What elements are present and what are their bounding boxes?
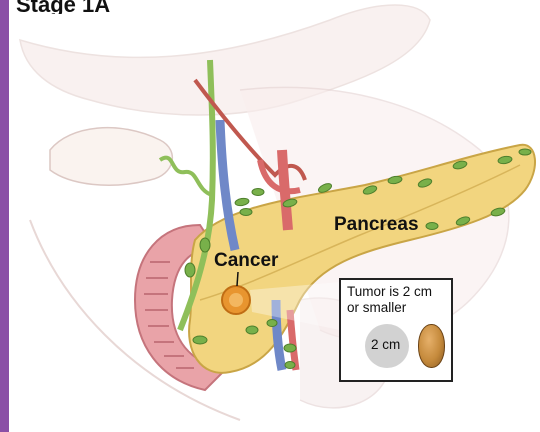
lymph-node (193, 336, 207, 344)
tumor-size-callout: Tumor is 2 cm or smaller 2 cm (339, 278, 453, 382)
lymph-node (519, 149, 531, 155)
aorta (282, 150, 288, 230)
lymph-node (252, 189, 264, 196)
lymph-node (240, 209, 252, 216)
lymph-node (285, 362, 295, 369)
gallbladder (50, 128, 172, 186)
cancer-label: Cancer (214, 250, 278, 272)
cancer-leader-line (237, 272, 238, 286)
callout-text: Tumor is 2 cm or smaller (347, 284, 432, 316)
tumor-core (229, 293, 243, 307)
callout-line-2: or smaller (347, 300, 432, 316)
lymph-node (426, 223, 438, 230)
lymph-node (200, 238, 210, 252)
size-reference-label: 2 cm (371, 337, 400, 352)
lymph-node (234, 197, 249, 206)
pancreas-label: Pancreas (334, 214, 419, 236)
callout-line-1: Tumor is 2 cm (347, 284, 432, 300)
lymph-node (246, 326, 258, 334)
lymph-node (185, 263, 195, 277)
lymph-node (267, 320, 277, 327)
tumor-specimen (418, 324, 445, 368)
lymph-node (284, 344, 296, 352)
